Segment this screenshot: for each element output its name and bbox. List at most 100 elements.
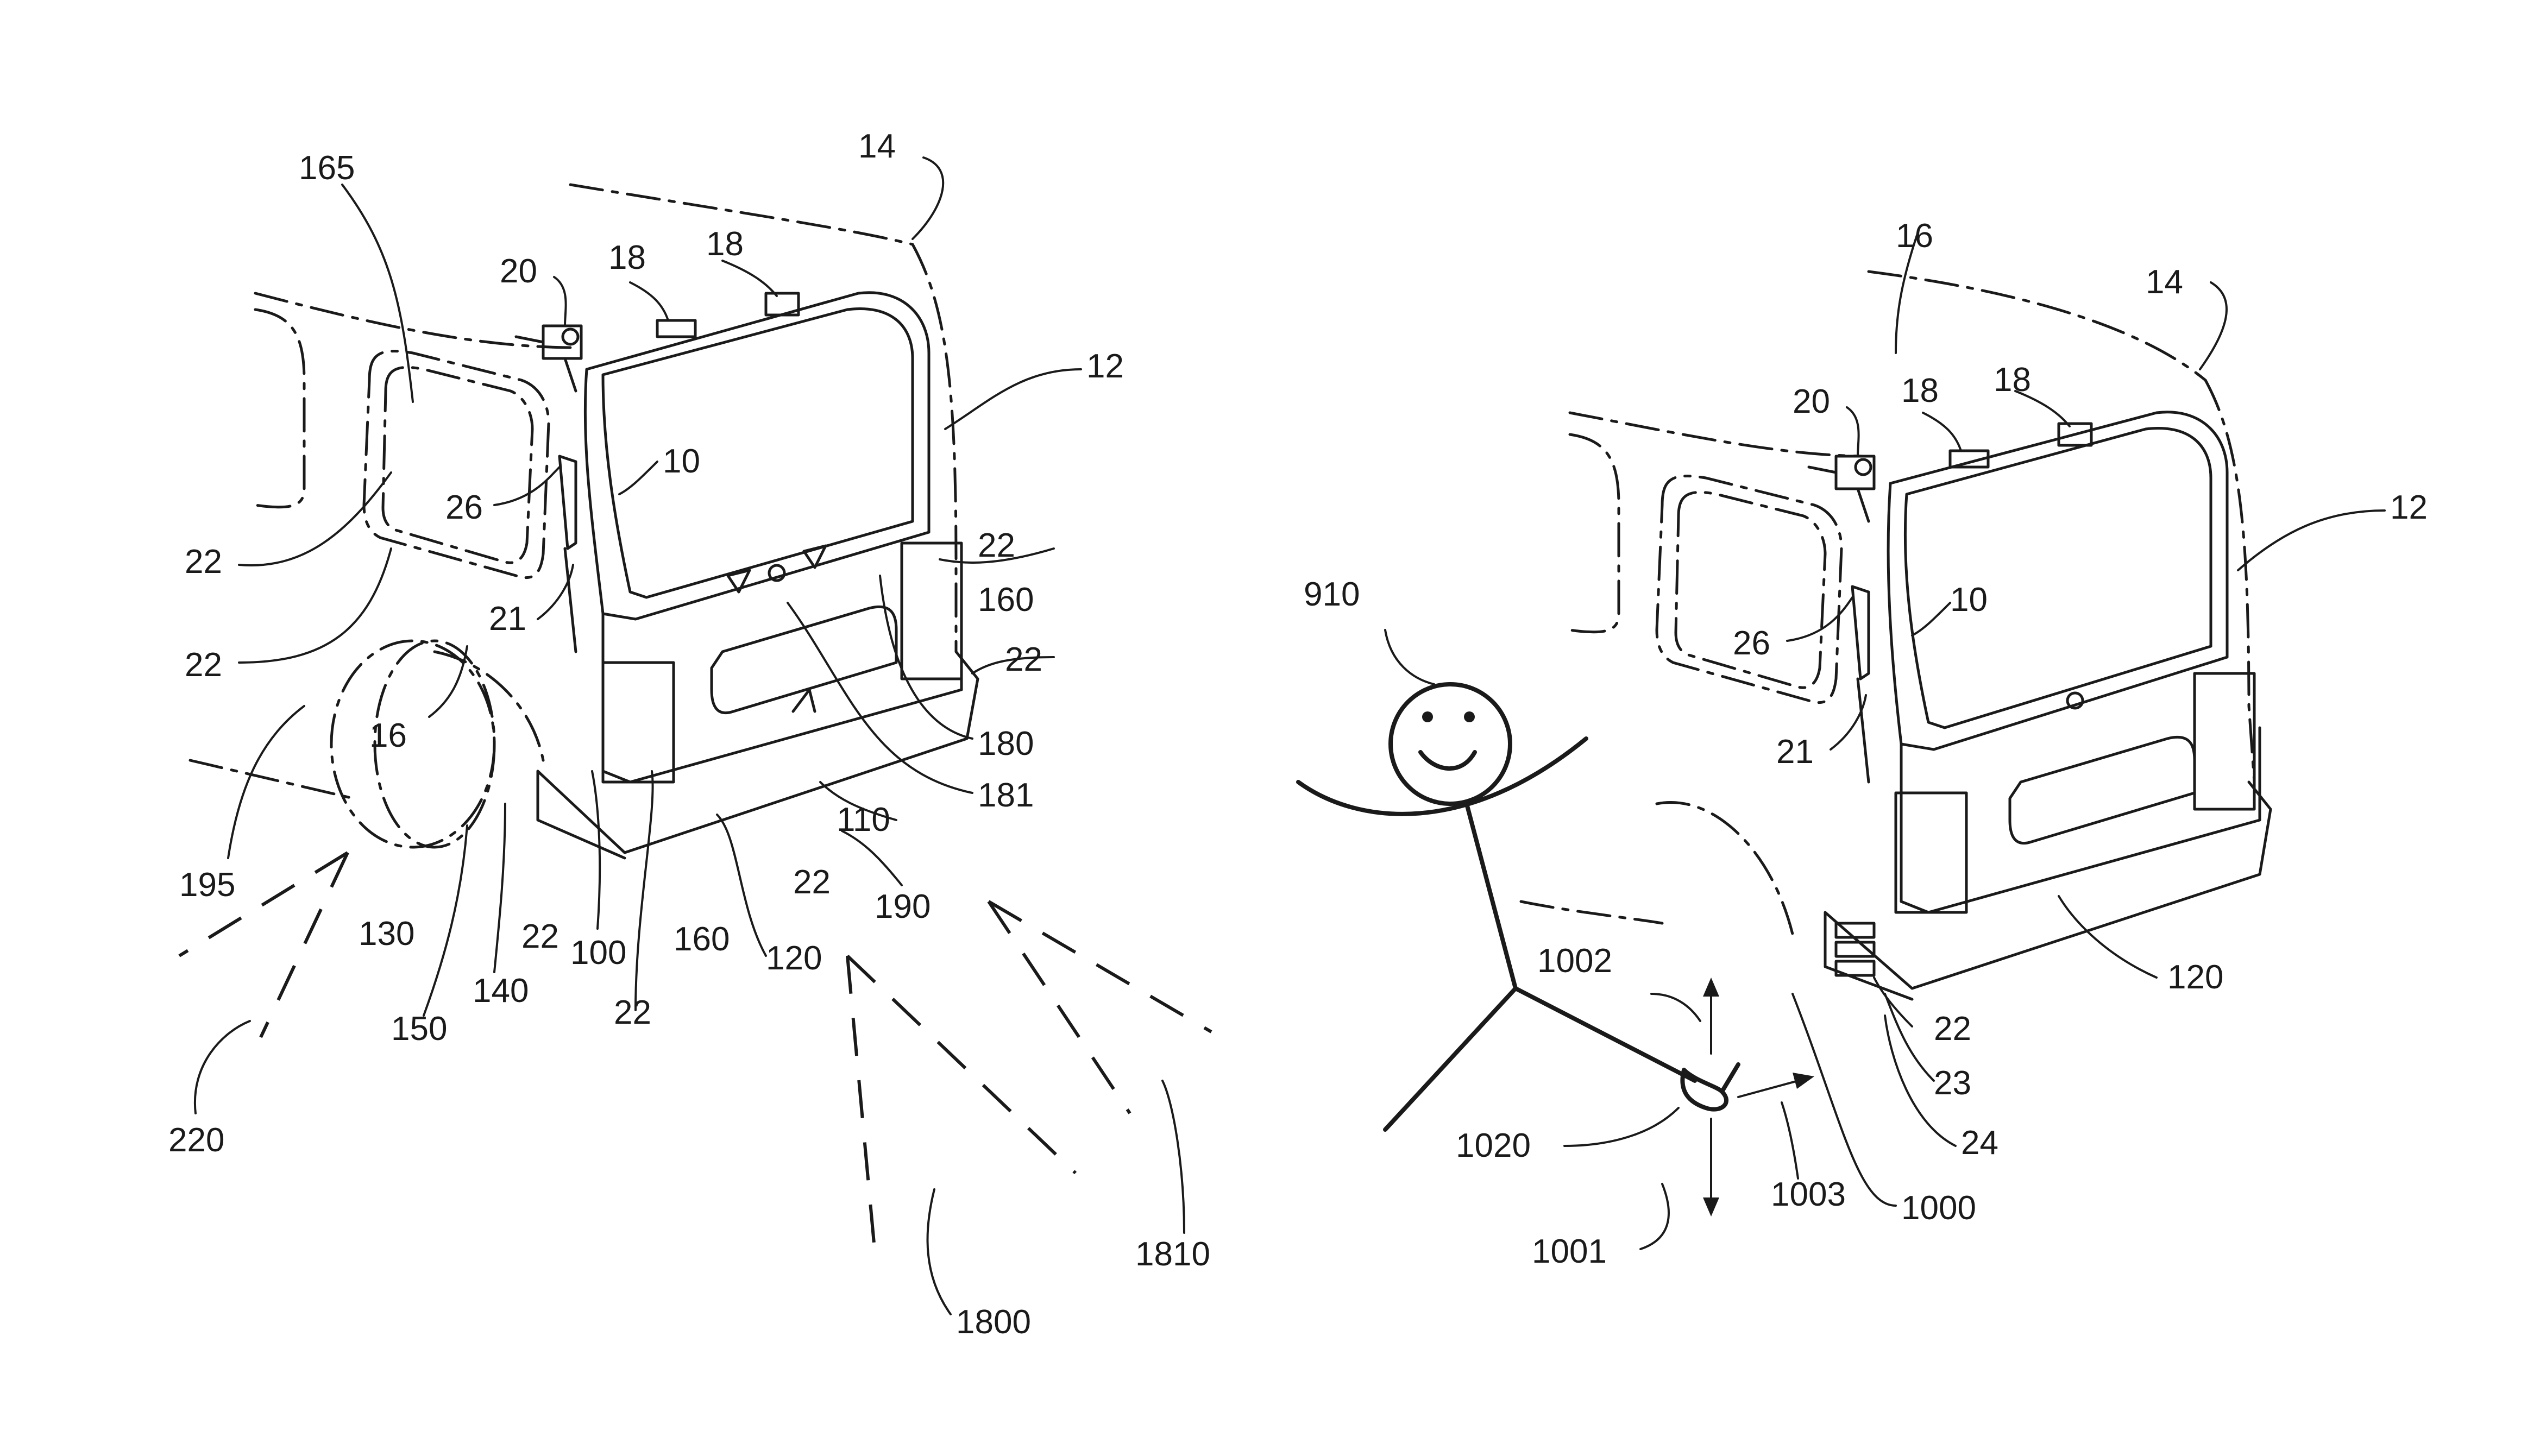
leader-100 xyxy=(592,771,600,929)
leader-22g xyxy=(636,771,653,1010)
leader-195 xyxy=(228,706,304,858)
leader-140 xyxy=(494,804,505,972)
left-liftgate-lower xyxy=(603,597,961,782)
right-leaders xyxy=(1385,234,2385,1249)
arrow-1002-head xyxy=(1703,978,1719,997)
left-rear-corner xyxy=(913,244,956,652)
label-14-left: 14 xyxy=(858,128,896,165)
right-vehicle xyxy=(1521,272,2271,999)
label-220: 220 xyxy=(168,1121,224,1159)
left-liftgate-outer xyxy=(585,293,929,619)
left-tire xyxy=(331,641,494,847)
right-bumper xyxy=(1825,782,2271,988)
label-22-left-a: 22 xyxy=(185,543,222,581)
label-1000: 1000 xyxy=(1901,1189,1976,1227)
right-liftgate-lower xyxy=(1901,728,2260,912)
stick-leg-left xyxy=(1385,988,1516,1130)
label-110: 110 xyxy=(837,801,890,839)
leader-1003 xyxy=(1782,1102,1798,1178)
left-ground-line xyxy=(190,760,353,798)
label-14-right: 14 xyxy=(2146,263,2183,301)
leader-165 xyxy=(342,185,413,402)
reference-labels: 165 14 20 18 18 12 10 26 22 22 160 21 22… xyxy=(168,128,2428,1341)
label-1003: 1003 xyxy=(1771,1176,1846,1213)
label-23: 23 xyxy=(1934,1064,1971,1102)
label-120-left: 120 xyxy=(766,940,822,977)
right-strut-26 xyxy=(1852,587,1869,782)
stick-torso xyxy=(1467,804,1516,988)
label-10-right: 10 xyxy=(1950,581,1988,619)
arrow-1003-shaft xyxy=(1738,1081,1798,1097)
label-195: 195 xyxy=(179,866,235,904)
label-22-left-b: 22 xyxy=(185,646,222,684)
label-18-left-b: 18 xyxy=(706,225,744,263)
leader-23 xyxy=(1885,994,1934,1081)
left-strut-26 xyxy=(560,456,576,652)
stick-foot-1020 xyxy=(1682,1064,1738,1110)
label-12-right: 12 xyxy=(2390,489,2428,526)
label-181: 181 xyxy=(978,777,1034,814)
zone-1810-b xyxy=(989,902,1211,1032)
left-detection-zones xyxy=(179,853,1211,1249)
label-180: 180 xyxy=(978,725,1034,762)
right-plate-recess xyxy=(2010,737,2195,843)
left-leaders xyxy=(195,157,1184,1314)
label-160-left-a: 160 xyxy=(978,581,1034,619)
left-taillight-left xyxy=(603,663,674,782)
stick-figure-user xyxy=(1298,684,1738,1130)
leader-16a xyxy=(429,646,467,717)
left-hinge-bolt xyxy=(563,329,578,344)
right-far-window xyxy=(1570,434,1619,632)
leader-190 xyxy=(842,831,902,885)
label-190: 190 xyxy=(875,888,931,925)
label-26-right: 26 xyxy=(1733,625,1770,662)
label-10-left: 10 xyxy=(663,443,700,480)
smiley-mouth xyxy=(1420,752,1475,768)
left-far-window xyxy=(255,310,304,507)
label-120-right: 120 xyxy=(2167,959,2223,996)
zone-1800-b xyxy=(847,956,1076,1173)
right-taillight-left xyxy=(1896,793,1966,912)
left-sensor-18a xyxy=(657,320,695,337)
leader-14a xyxy=(913,157,943,239)
label-18-left-a: 18 xyxy=(608,239,646,276)
label-12-left: 12 xyxy=(1086,348,1124,385)
right-wheel-arch xyxy=(1657,802,1793,934)
leader-220 xyxy=(195,1021,250,1113)
label-150: 150 xyxy=(391,1010,447,1048)
label-18-right-a: 18 xyxy=(1901,372,1939,409)
leader-150 xyxy=(424,825,467,1016)
label-22-right: 22 xyxy=(1934,1010,1971,1048)
leader-1020 xyxy=(1564,1108,1679,1146)
label-160-left-b: 160 xyxy=(674,921,730,958)
label-22-left-f: 22 xyxy=(521,918,559,955)
left-taillight-right xyxy=(902,543,961,679)
label-100: 100 xyxy=(570,934,626,972)
label-22-left-e: 22 xyxy=(793,863,831,901)
zone-1810-a xyxy=(989,902,1130,1113)
label-24: 24 xyxy=(1961,1124,1998,1162)
leader-12b xyxy=(2238,510,2385,570)
label-16-left: 16 xyxy=(369,717,407,754)
leader-26b xyxy=(1787,597,1852,641)
zone-1800-a xyxy=(847,956,875,1249)
right-taillight-right xyxy=(2195,673,2254,809)
leader-1810 xyxy=(1162,1081,1184,1233)
leader-22a xyxy=(239,472,391,565)
arrow-1001-head xyxy=(1703,1197,1719,1217)
leader-18b xyxy=(722,261,777,296)
leader-181 xyxy=(788,603,972,793)
smiley-eye-left xyxy=(1422,711,1433,722)
leader-20a xyxy=(554,277,566,326)
label-20-right: 20 xyxy=(1793,383,1830,420)
zone-220-b xyxy=(261,853,348,1037)
leader-1000 xyxy=(1793,994,1896,1206)
label-16-right: 16 xyxy=(1896,217,1933,255)
leader-18c xyxy=(1923,413,1961,451)
right-side-window xyxy=(1657,476,1841,703)
label-130: 130 xyxy=(359,915,414,953)
right-rear-corner xyxy=(2205,380,2254,782)
label-1810: 1810 xyxy=(1135,1236,1210,1273)
left-side-window-inner xyxy=(383,367,532,563)
